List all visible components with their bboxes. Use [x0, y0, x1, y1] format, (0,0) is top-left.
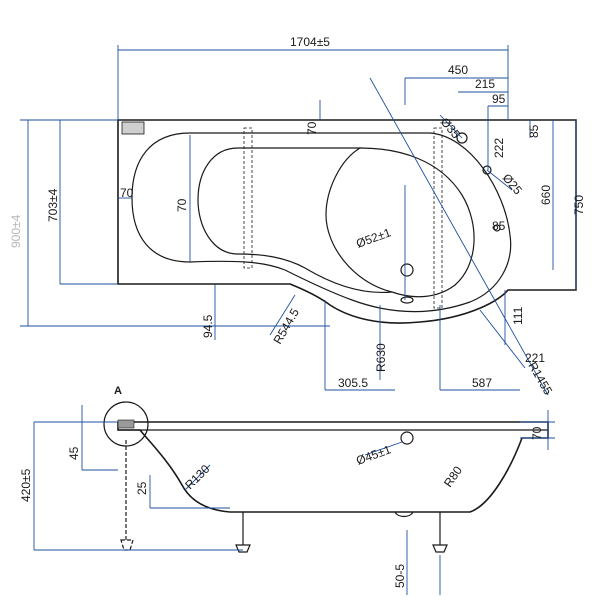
tap-hole-25 — [482, 165, 492, 175]
overflow-circle — [400, 431, 414, 445]
label-70-left: 70 — [120, 186, 134, 200]
label-drain: Ø52±1 — [354, 225, 393, 251]
corner-hole — [493, 224, 501, 232]
logo-mark — [121, 121, 145, 135]
label-900: 900±4 — [9, 214, 23, 248]
label-70-inner: 70 — [175, 198, 189, 212]
label-85-lower: 85 — [492, 219, 506, 233]
label-r1455: R1455 — [525, 360, 555, 398]
plan-inner-rim — [197, 147, 393, 294]
side-outline — [117, 421, 549, 513]
label-hole-35: Ø35 — [438, 115, 464, 142]
support-rail-left — [243, 127, 253, 269]
label-215: 215 — [475, 77, 495, 91]
label-overall-length: 1704±5 — [290, 35, 330, 49]
label-95: 95 — [492, 92, 506, 106]
foot-right — [432, 512, 448, 553]
side-view — [33, 401, 555, 595]
detail-a-circle — [103, 401, 149, 447]
label-750: 750 — [572, 195, 586, 215]
labels: 1704±5 450 215 95 222 85 Ø35 Ø25 660 750… — [9, 35, 586, 588]
plan-view — [20, 45, 577, 396]
foot-left — [235, 512, 251, 553]
label-703: 703±4 — [46, 188, 60, 222]
label-450: 450 — [448, 63, 468, 77]
label-70-top: 70 — [305, 121, 319, 135]
label-94-5: 94.5 — [201, 314, 215, 338]
label-r630: R630 — [374, 343, 388, 372]
label-25: 25 — [135, 481, 149, 495]
label-85-top: 85 — [527, 124, 541, 138]
support-rail-right — [433, 127, 443, 309]
label-45: 45 — [67, 446, 81, 460]
label-111: 111 — [511, 306, 525, 325]
label-660: 660 — [539, 185, 553, 205]
foot-front — [120, 440, 134, 551]
label-70-side: 70 — [530, 426, 544, 440]
label-587: 587 — [472, 376, 492, 390]
label-hole-25: Ø25 — [500, 171, 526, 198]
label-r130: R130 — [182, 462, 212, 492]
label-222: 222 — [492, 138, 506, 158]
drain-hole — [400, 263, 414, 277]
plan-outer-outline — [117, 119, 577, 324]
label-leg-adjust: 50-5 — [393, 564, 407, 588]
label-305-5: 305.5 — [338, 376, 368, 390]
label-420: 420±5 — [19, 468, 33, 502]
label-overflow: Ø45±1 — [354, 442, 393, 468]
tap-hole-35 — [456, 132, 468, 144]
label-detail-a: A — [114, 385, 122, 397]
plan-inner-bowl — [359, 147, 475, 298]
plan-inner-basin — [131, 132, 512, 313]
label-221: 221 — [525, 351, 545, 365]
overflow-hole — [400, 296, 414, 304]
label-r80: R80 — [441, 463, 465, 489]
